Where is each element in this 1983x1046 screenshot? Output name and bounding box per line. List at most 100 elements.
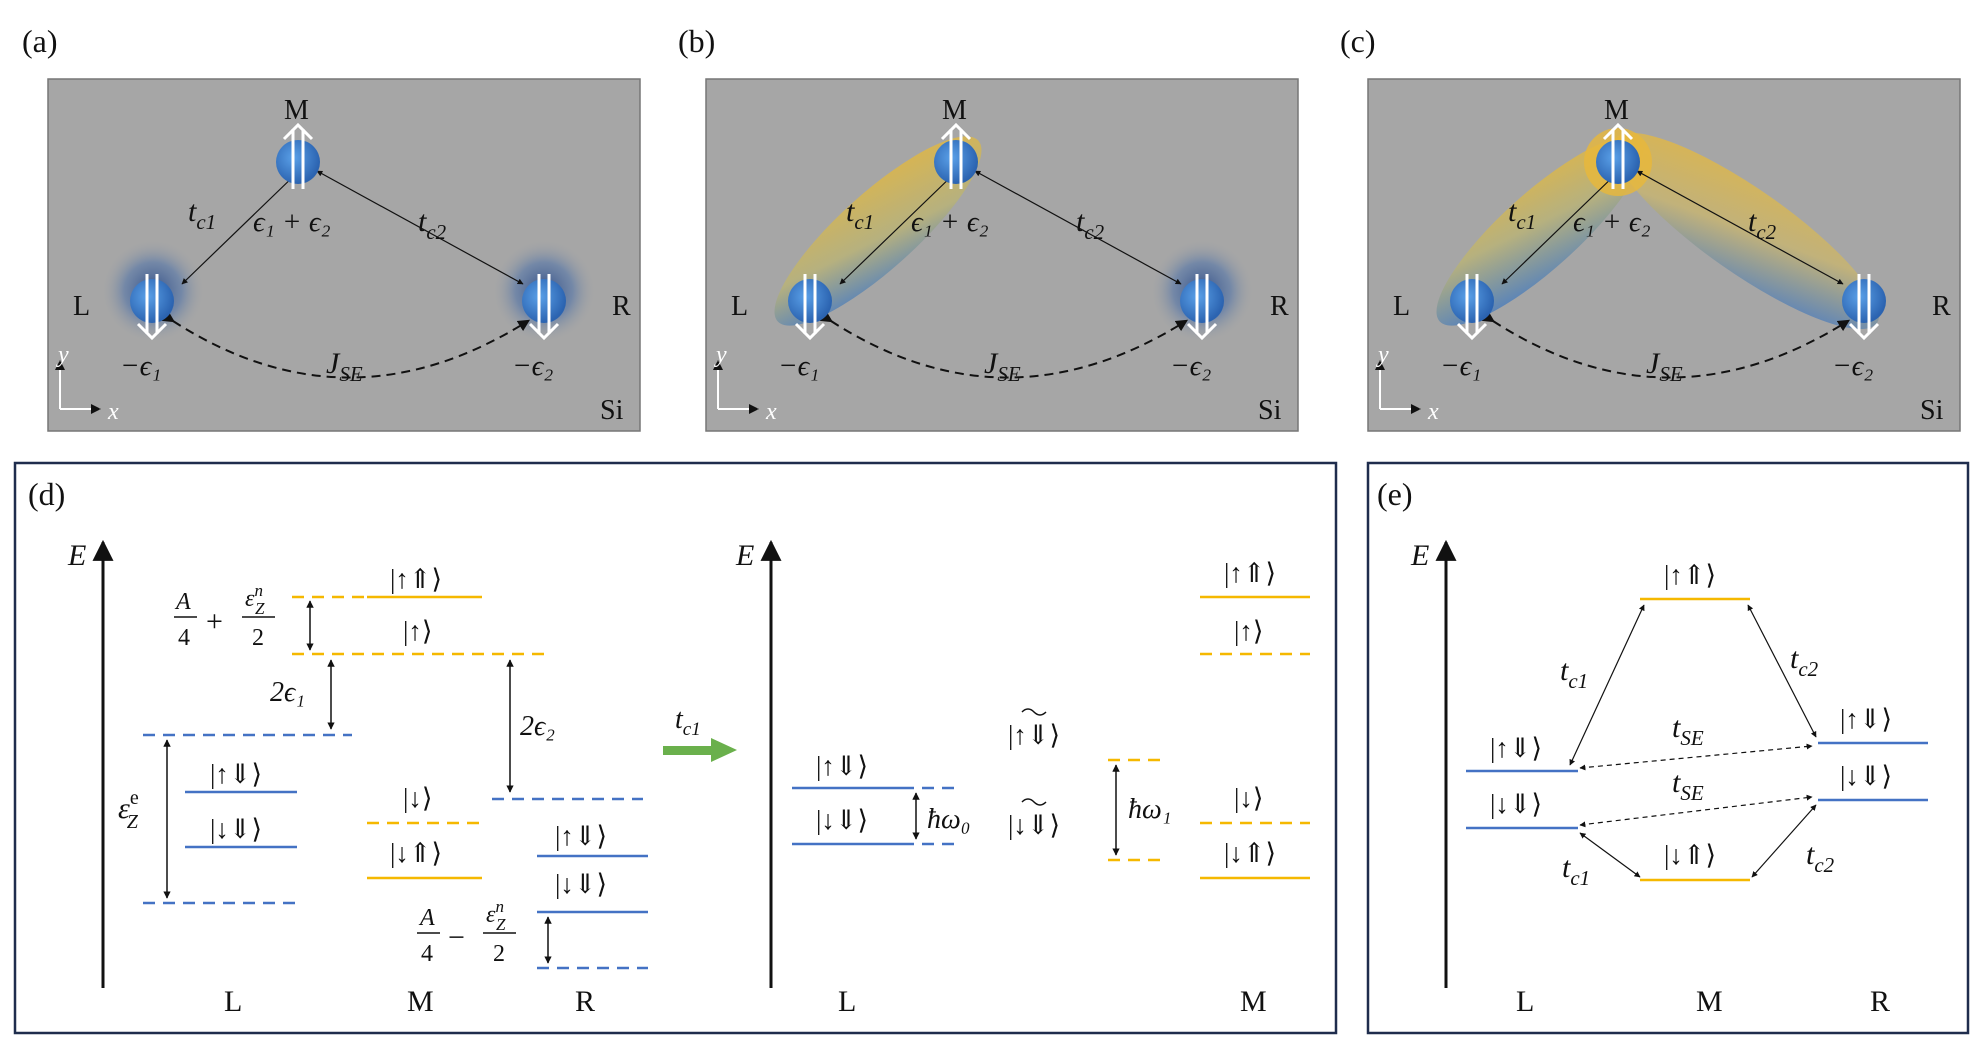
state-M-dn-up: |↓⇑⟩ xyxy=(1664,840,1716,870)
eps-sum-label: ϵ₁ + ϵ₂ xyxy=(253,206,331,238)
spin-arrow-L xyxy=(136,274,168,341)
tc1-arrow xyxy=(839,170,958,285)
jse-arrow xyxy=(161,310,531,379)
dot-R xyxy=(1842,279,1886,323)
axis-indicator xyxy=(1375,360,1421,414)
hw0-label: ħω₀ xyxy=(927,804,971,835)
tilde-mix-up-dn xyxy=(1021,708,1047,716)
state-M-up: |↑⟩ xyxy=(403,616,432,646)
spin-arrow-R xyxy=(1848,274,1880,341)
state-M-up-up: |↑⇑⟩ xyxy=(1664,560,1716,590)
eps-L-label: −ϵ₁ xyxy=(120,350,161,382)
dot-M xyxy=(1596,140,1640,184)
axis-x-label: x xyxy=(107,399,119,425)
state-M-dn: |↓⟩ xyxy=(403,783,432,813)
tc1-label: tc1 xyxy=(188,195,216,234)
label-L: L xyxy=(731,291,748,322)
state-M2-dn: |↓⟩ xyxy=(1234,783,1263,813)
jse-label: JSE xyxy=(1646,347,1683,386)
tc2-label: tc2 xyxy=(1748,205,1777,244)
tilde-mix-dn-dn xyxy=(1021,798,1047,806)
jse-label: JSE xyxy=(326,347,363,386)
state-M-dn-up: |↓⇑⟩ xyxy=(390,838,442,868)
eps-R-label: −ϵ₂ xyxy=(512,350,553,382)
dot-L xyxy=(788,279,832,323)
panel-a: M L R tc1 tc2 ϵ₁ + ϵ₂ −ϵ₁ −ϵ₂ JSE y x Si xyxy=(47,78,641,432)
energy-axis-left-label: E xyxy=(67,539,86,572)
eps-sum-label: ϵ₁ + ϵ₂ xyxy=(1573,206,1651,238)
state-M2-up-up: |↑⇑⟩ xyxy=(1224,558,1276,588)
label-L: L xyxy=(1393,291,1410,322)
state-M2-up: |↑⟩ xyxy=(1234,616,1263,646)
eps-L-label: −ϵ₁ xyxy=(1440,350,1481,382)
tc1-label: tc1 xyxy=(846,195,874,234)
label-M: M xyxy=(1604,95,1629,126)
col-R-label: R xyxy=(1870,985,1890,1018)
spin-arrow-L xyxy=(1456,274,1488,341)
svg-text:A: A xyxy=(418,905,435,931)
col-L2-label: L xyxy=(838,985,856,1018)
label-M: M xyxy=(284,95,309,126)
state-L-dn-dn: |↓⇓⟩ xyxy=(210,814,262,844)
jse-label: JSE xyxy=(984,347,1021,386)
tc2-arrow xyxy=(1636,170,1844,285)
panel-b: M L R tc1 tc2 ϵ₁ + ϵ₂ −ϵ₁ −ϵ₂ JSE y x Si xyxy=(705,78,1299,432)
col-R-label: R xyxy=(575,985,595,1018)
dot-R xyxy=(1180,279,1224,323)
axis-x-label: x xyxy=(1427,399,1439,425)
state-R-up-dn: |↑⇓⟩ xyxy=(555,821,607,851)
spin-arrow-R xyxy=(1186,274,1218,341)
svg-text:4: 4 xyxy=(421,941,433,967)
svg-text:A: A xyxy=(174,589,191,615)
tc1-top-arrow xyxy=(1569,604,1645,766)
transition-arrow xyxy=(663,738,737,762)
substrate-label: Si xyxy=(1258,395,1282,426)
tc1-arrow xyxy=(181,170,300,285)
substrate-label: Si xyxy=(1920,395,1944,426)
state-M2-dn-up: |↓⇑⟩ xyxy=(1224,838,1276,868)
axis-indicator xyxy=(713,360,759,414)
label-R: R xyxy=(1932,291,1951,322)
tc2-top-label: tc2 xyxy=(1790,642,1819,681)
svg-text:+: + xyxy=(206,605,223,638)
state-M-up-up: |↑⇑⟩ xyxy=(390,564,442,594)
spin-arrow-L xyxy=(794,274,826,341)
tse-bot-label: tSE xyxy=(1672,766,1704,805)
tc2-top-arrow xyxy=(1747,604,1817,738)
eps-R-label: −ϵ₂ xyxy=(1170,350,1211,382)
two-eps2-label: 2ϵ₂ xyxy=(520,711,555,742)
tc1-label: tc1 xyxy=(1508,195,1536,234)
state-R-dn-dn: |↓⇓⟩ xyxy=(1840,761,1892,791)
svg-text:−: − xyxy=(448,921,465,954)
spin-arrow-M xyxy=(940,122,972,189)
col-L-label: L xyxy=(1516,985,1534,1018)
tc1-bot-arrow xyxy=(1579,832,1641,878)
tse-top-label: tSE xyxy=(1672,711,1704,750)
axis-y-label: y xyxy=(56,342,69,368)
svg-text:2: 2 xyxy=(252,625,264,651)
energy-axis-right-label: E xyxy=(735,539,754,572)
svg-text:2: 2 xyxy=(493,941,505,967)
dot-M xyxy=(934,140,978,184)
state-L2-up-dn: |↑⇓⟩ xyxy=(816,751,868,781)
label-L: L xyxy=(73,291,90,322)
panel-d-label: (d) xyxy=(28,476,65,512)
tc2-bot-arrow xyxy=(1751,804,1817,878)
label-R: R xyxy=(1270,291,1289,322)
energy-axis-label: E xyxy=(1410,539,1429,572)
tse-bot-arrow xyxy=(1579,794,1813,828)
panel-c: M L R tc1 tc2 ϵ₁ + ϵ₂ −ϵ₁ −ϵ₂ JSE y x Si xyxy=(1367,78,1961,432)
state-R-up-dn: |↑⇓⟩ xyxy=(1840,704,1892,734)
tc2-arrow xyxy=(316,170,524,285)
label-M: M xyxy=(942,95,967,126)
state-L-up-dn: |↑⇓⟩ xyxy=(210,759,262,789)
state-L2-dn-dn: |↓⇓⟩ xyxy=(816,805,868,835)
hw1-label: ħω₁ xyxy=(1128,794,1172,825)
state-L-up-dn: |↑⇓⟩ xyxy=(1490,733,1542,763)
panel-e-label: (e) xyxy=(1377,476,1413,512)
tc2-label: tc2 xyxy=(418,205,447,244)
spin-arrow-R xyxy=(528,274,560,341)
